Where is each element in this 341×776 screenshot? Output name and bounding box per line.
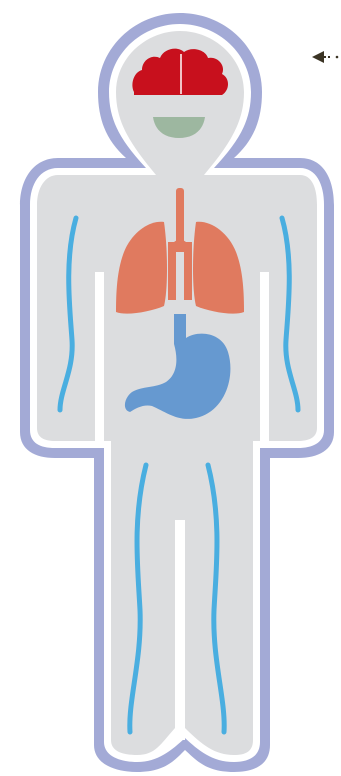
leg-gap — [176, 520, 185, 740]
right-arm-gap — [260, 272, 269, 448]
left-arm-gap — [95, 272, 104, 448]
left-arrow-pointer-icon — [310, 50, 340, 64]
